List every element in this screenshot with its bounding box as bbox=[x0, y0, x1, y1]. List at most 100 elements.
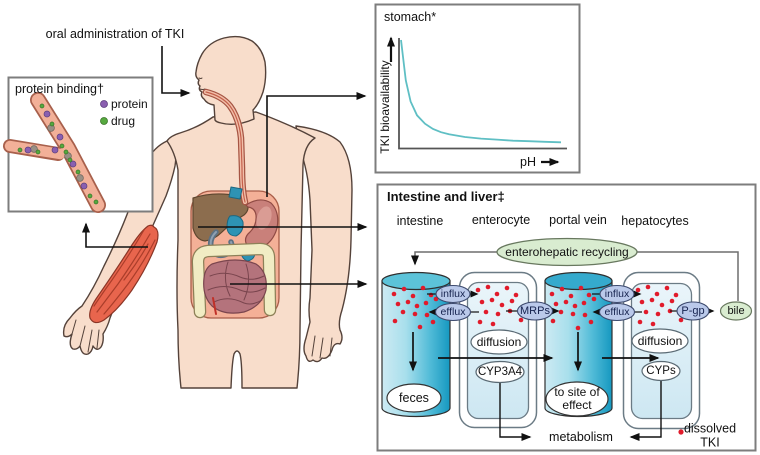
graph-axes bbox=[398, 38, 567, 150]
recycling-loop-left bbox=[411, 251, 497, 266]
bioavailability-curve bbox=[400, 39, 562, 144]
legend-protein-dot bbox=[100, 100, 108, 108]
graph-xlabel: pH bbox=[520, 155, 536, 169]
appendix bbox=[212, 297, 217, 315]
dot bbox=[67, 157, 73, 163]
arrow-cyp3a4-to-metabolism bbox=[499, 383, 532, 441]
dot bbox=[51, 146, 59, 154]
dot bbox=[550, 318, 556, 324]
bile-oval bbox=[719, 301, 753, 321]
flow-arrows bbox=[409, 332, 662, 441]
dot bbox=[410, 293, 416, 299]
dot bbox=[664, 285, 670, 291]
dot bbox=[489, 297, 495, 303]
cyp3a4-oval bbox=[475, 360, 525, 384]
diffusion-left-oval bbox=[470, 329, 528, 355]
dot bbox=[495, 311, 501, 317]
dot bbox=[430, 319, 436, 325]
small-intestine-organ bbox=[203, 259, 267, 314]
efflux-left-label: efflux bbox=[440, 306, 466, 318]
efflux-left-oval bbox=[434, 302, 472, 322]
dot bbox=[639, 299, 645, 305]
dissolved-tki-legend-dot bbox=[678, 429, 684, 435]
dot bbox=[678, 317, 684, 323]
dot bbox=[43, 110, 51, 118]
protein-panel-title: protein binding† bbox=[15, 82, 104, 96]
dot bbox=[59, 143, 65, 149]
arrow-cyps-to-metabolism bbox=[629, 381, 662, 441]
dot bbox=[423, 300, 429, 306]
dot bbox=[420, 285, 426, 291]
dot bbox=[655, 311, 661, 317]
to-site-line2: effect bbox=[562, 398, 592, 412]
dot bbox=[635, 287, 641, 293]
column-intestine: intestine bbox=[396, 214, 444, 228]
dot bbox=[588, 319, 594, 325]
pgp-oval bbox=[676, 301, 710, 321]
dot bbox=[412, 311, 418, 317]
dot bbox=[93, 199, 99, 205]
influx-right-label: influx bbox=[604, 288, 630, 300]
esophagus bbox=[202, 88, 249, 206]
dot bbox=[575, 325, 581, 331]
dot bbox=[87, 193, 93, 199]
efflux-right-oval bbox=[598, 302, 636, 322]
feces-oval bbox=[386, 383, 442, 413]
drug-dots bbox=[17, 103, 99, 205]
dot bbox=[504, 285, 510, 291]
column-enterocyte: enterocyte bbox=[471, 213, 531, 227]
dot bbox=[649, 297, 655, 303]
dot bbox=[659, 302, 665, 308]
dot bbox=[643, 309, 649, 315]
dot bbox=[475, 287, 481, 293]
dot bbox=[477, 319, 483, 325]
dot bbox=[509, 298, 515, 304]
dot bbox=[582, 312, 588, 318]
mrps-oval bbox=[516, 301, 554, 321]
feces-label: feces bbox=[399, 391, 429, 405]
dot bbox=[49, 121, 55, 127]
to-site-line1: to site of bbox=[554, 385, 600, 399]
dot bbox=[391, 291, 397, 297]
column-portal-vein: portal vein bbox=[549, 213, 607, 227]
to-site-oval bbox=[545, 381, 609, 417]
dot bbox=[669, 298, 675, 304]
dot bbox=[553, 301, 559, 307]
dot bbox=[479, 299, 485, 305]
dot bbox=[392, 318, 398, 324]
stomach-highlight bbox=[256, 206, 272, 230]
to-site-of-effect-label: to site of effect bbox=[554, 386, 599, 412]
recycling-loop-right bbox=[637, 251, 739, 301]
dot bbox=[395, 301, 401, 307]
dot bbox=[63, 149, 69, 155]
arrow-stomach-to-graph bbox=[266, 92, 367, 197]
metabolism-label: metabolism bbox=[549, 430, 613, 444]
dissolved-tki-legend: dissolved TKI bbox=[683, 421, 737, 450]
dot bbox=[35, 149, 41, 155]
small-intestine-coils bbox=[207, 261, 266, 305]
dot bbox=[650, 321, 656, 327]
dot bbox=[578, 285, 584, 291]
pgp-label: P-gp bbox=[681, 305, 705, 317]
dot bbox=[485, 284, 491, 290]
dissolved-line: dissolved bbox=[683, 421, 737, 436]
mrps-label: MRPs bbox=[520, 305, 550, 317]
bile-label: bile bbox=[727, 305, 745, 317]
arrow-oral-to-mouth bbox=[161, 46, 191, 97]
transporter-arrows bbox=[427, 290, 715, 316]
stomach-graph-panel bbox=[374, 3, 581, 174]
head bbox=[195, 35, 267, 126]
dot bbox=[417, 324, 423, 330]
tki-line: TKI bbox=[700, 435, 720, 449]
recycling-label: enterohepatic recycling bbox=[505, 245, 629, 259]
dot bbox=[586, 292, 592, 298]
influx-left-oval bbox=[435, 284, 471, 304]
dot bbox=[401, 286, 407, 292]
dot bbox=[572, 303, 578, 309]
influx-right-oval bbox=[599, 284, 635, 304]
dot bbox=[570, 311, 576, 317]
dot bbox=[428, 292, 434, 298]
left-hand-finger-lines bbox=[71, 319, 100, 353]
